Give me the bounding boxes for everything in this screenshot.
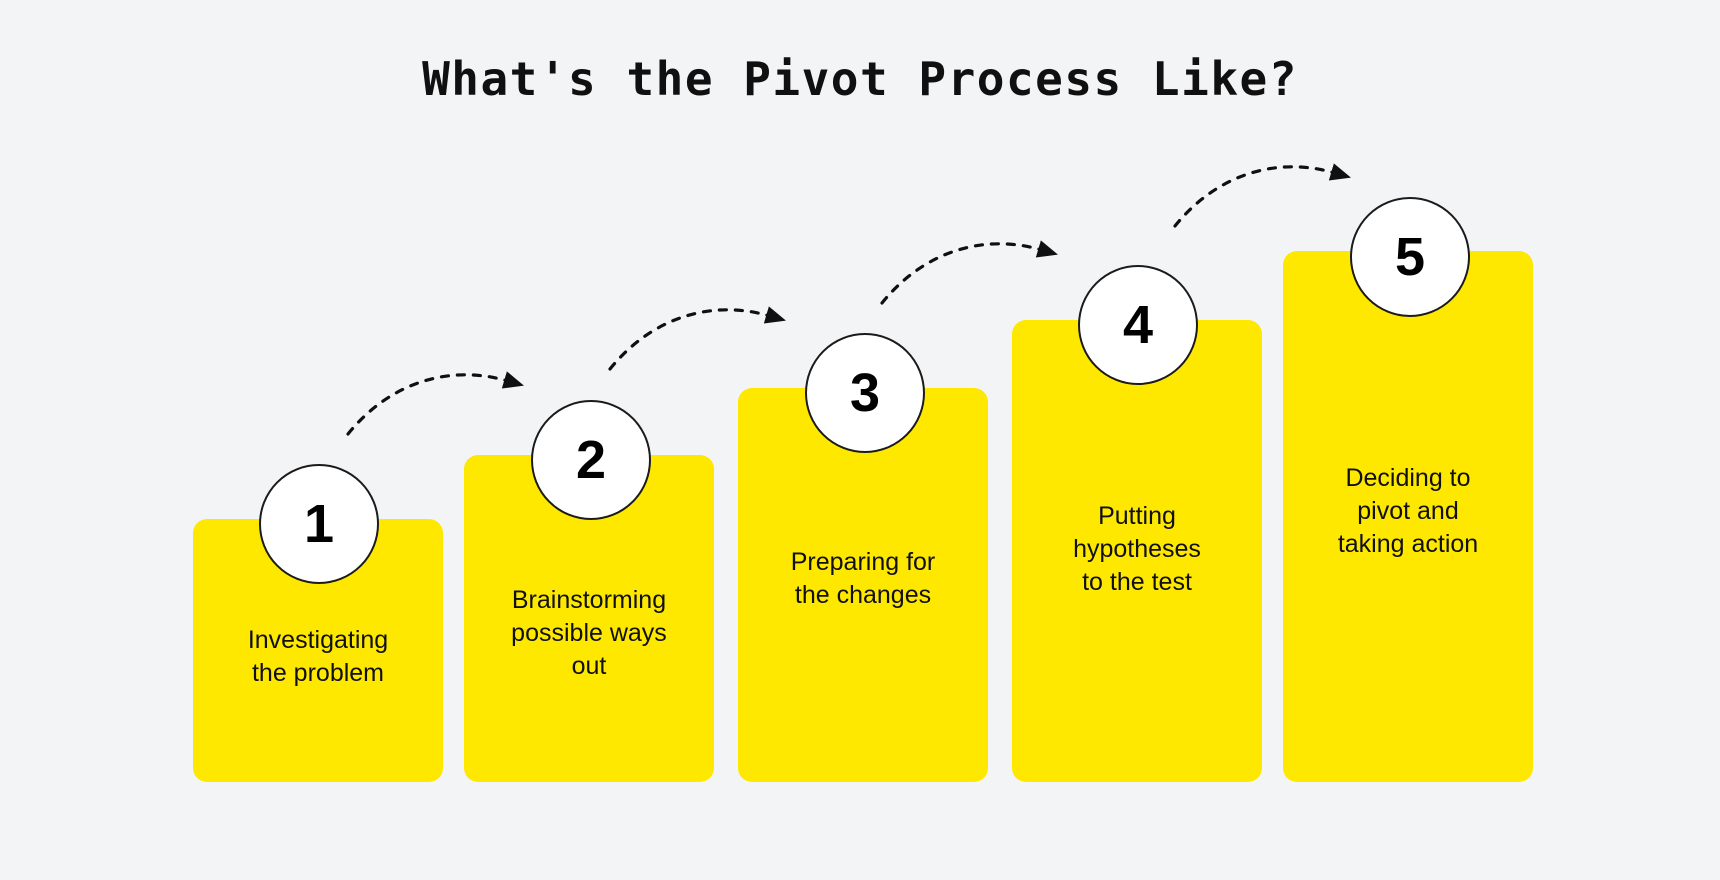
step-number-3: 3 (849, 363, 881, 423)
step-badge-2[interactable]: 2 (531, 400, 651, 520)
page-title: What's the Pivot Process Like? (422, 52, 1298, 106)
step-badge-5[interactable]: 5 (1350, 197, 1470, 317)
bar-step-5[interactable]: Deciding to pivot and taking action (1283, 251, 1533, 782)
step-number-4: 4 (1122, 295, 1154, 355)
bar-label-step-2: Brainstorming possible ways out (511, 586, 667, 680)
step-number-2: 2 (575, 430, 607, 490)
step-number-1: 1 (303, 494, 335, 554)
bar-label-step-4: Putting hypotheses to the test (1073, 502, 1201, 596)
bar-step-3[interactable]: Preparing for the changes (738, 388, 988, 782)
step-badge-1[interactable]: 1 (259, 464, 379, 584)
step-badge-3[interactable]: 3 (805, 333, 925, 453)
step-badge-4[interactable]: 4 (1078, 265, 1198, 385)
bar-step-4[interactable]: Putting hypotheses to the test (1012, 320, 1262, 782)
arrow-step-1-to-2 (346, 371, 524, 436)
step-number-5: 5 (1394, 227, 1426, 287)
bar-label-step-3: Preparing for the changes (790, 548, 936, 609)
bar-label-step-1: Investigating the problem (247, 626, 389, 687)
arrow-step-3-to-4 (880, 240, 1058, 305)
arrow-step-2-to-3 (608, 306, 786, 371)
bar-label-step-5: Deciding to pivot and taking action (1337, 464, 1479, 558)
arrow-step-4-to-5 (1173, 163, 1351, 228)
